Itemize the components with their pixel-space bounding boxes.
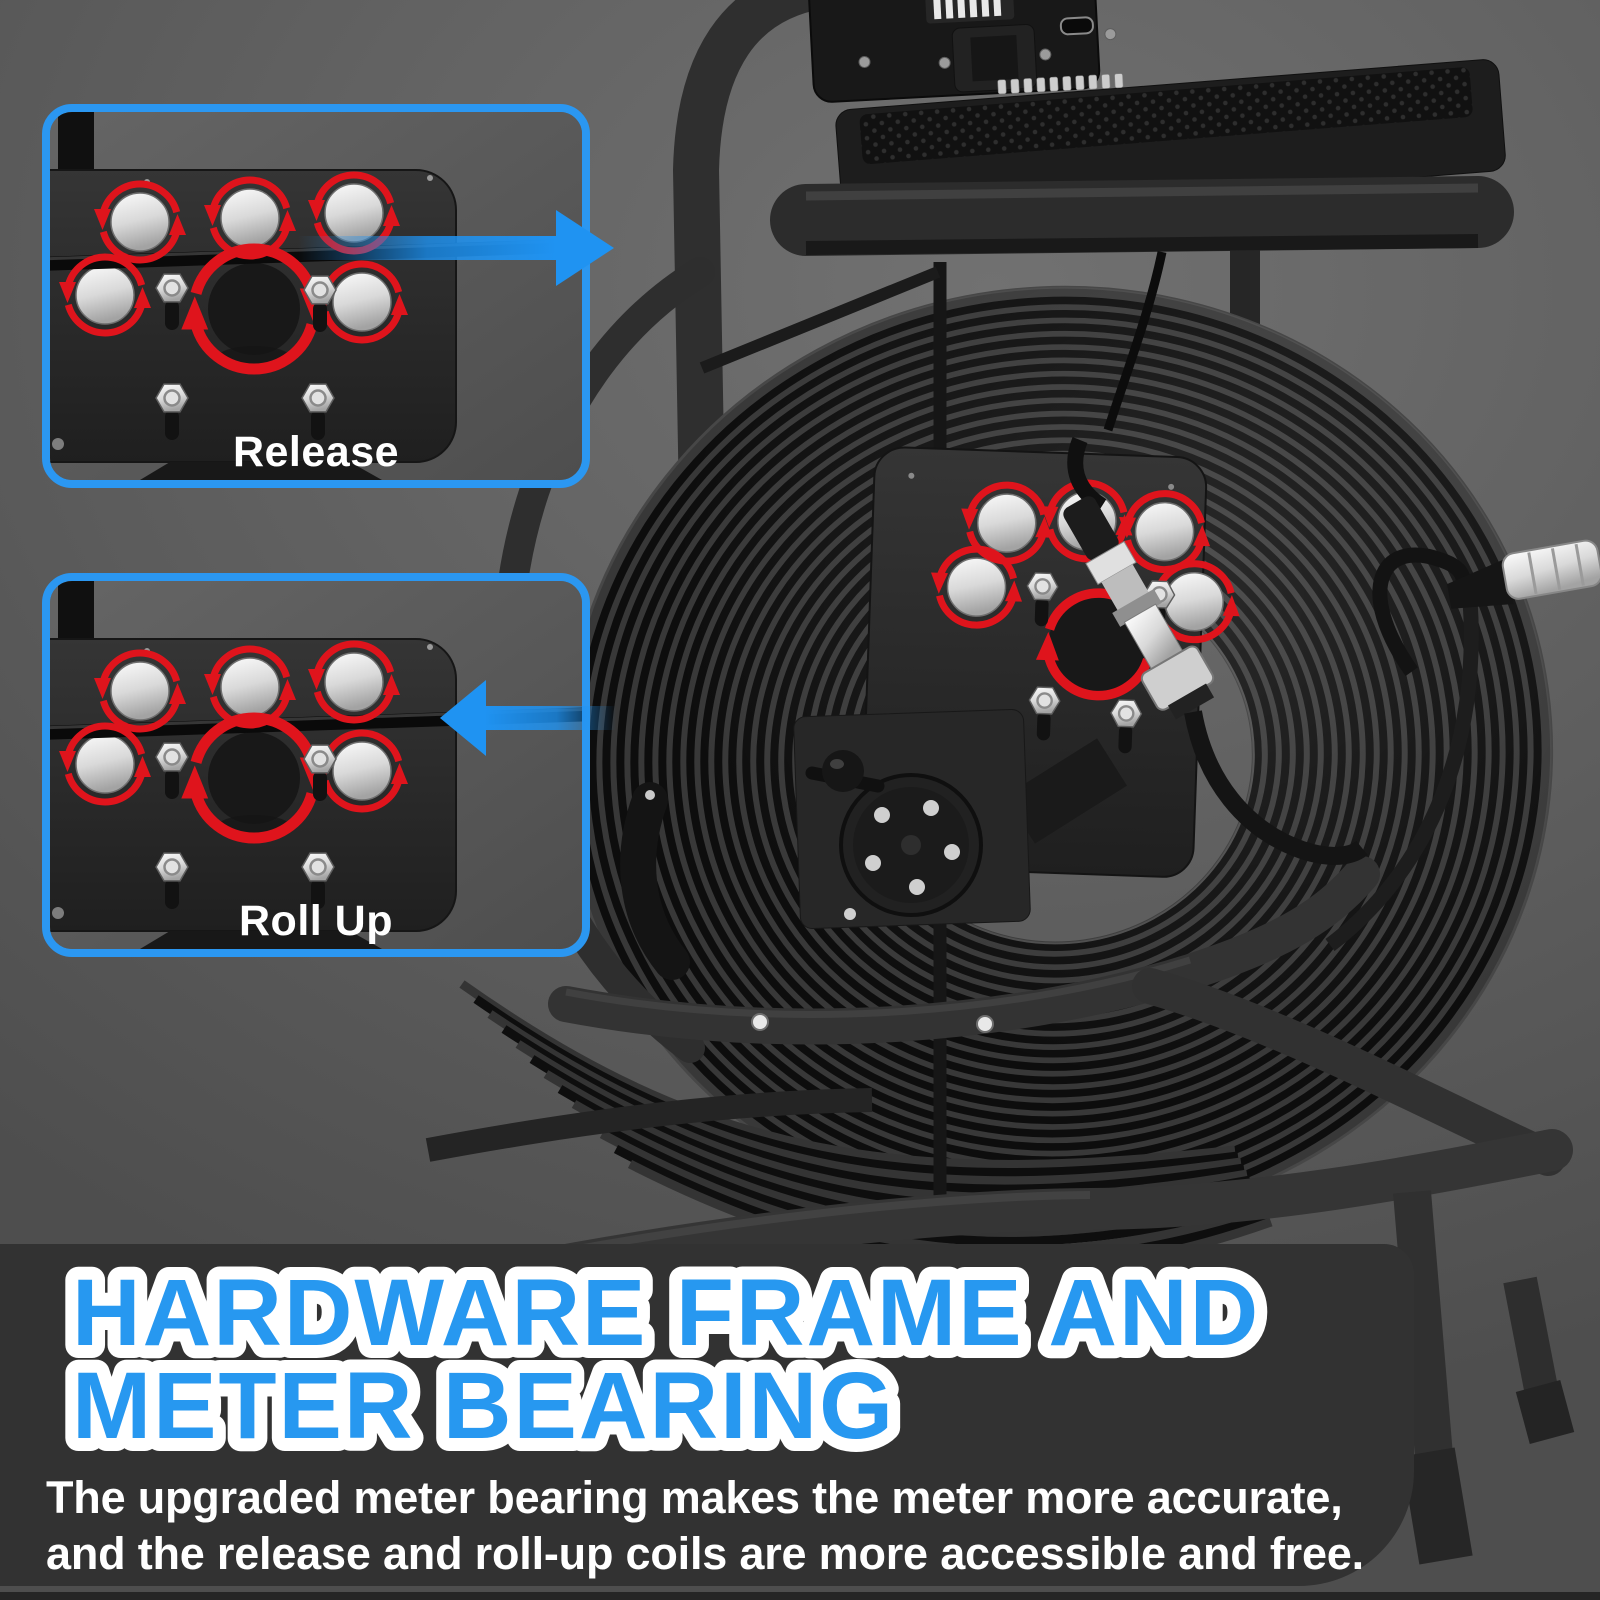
- roll-up-callout: Roll Up: [42, 573, 590, 957]
- heading-line-1: HARDWARE FRAME AND: [72, 1260, 1260, 1366]
- release-label: Release: [232, 428, 400, 476]
- crank-handle: [805, 750, 885, 793]
- description-line-1: The upgraded meter bearing makes the met…: [46, 1472, 1343, 1523]
- cable-coil-reel: [562, 285, 1554, 1229]
- feature-description: The upgraded meter bearing makes the met…: [46, 1470, 1364, 1582]
- roll-up-mechanism-diagram: [50, 581, 582, 949]
- camera-head-connector: [1372, 539, 1600, 676]
- description-line-2: and the release and roll-up coils are mo…: [46, 1527, 1364, 1579]
- arrow-left-icon: [440, 680, 616, 756]
- equipment-shelf: [770, 176, 1514, 256]
- feature-text-band: HARDWARE FRAME AND METER BEARING The upg…: [0, 1244, 1414, 1586]
- cable-guide-hook: [620, 782, 690, 980]
- feature-heading: HARDWARE FRAME AND METER BEARING: [59, 1247, 1271, 1472]
- monitor-lid: [806, 0, 1124, 103]
- control-box: [770, 0, 1514, 432]
- reel-hub: [793, 708, 1127, 930]
- release-callout: Release: [42, 104, 590, 488]
- release-mechanism-diagram: [50, 112, 582, 480]
- heading-line-2: METER BEARING: [72, 1353, 895, 1459]
- bottom-edge-strip: [0, 1592, 1600, 1600]
- arrow-right-icon: [298, 210, 614, 286]
- cable-end-connector: [1063, 437, 1368, 865]
- roll-up-label: Roll Up: [239, 897, 393, 945]
